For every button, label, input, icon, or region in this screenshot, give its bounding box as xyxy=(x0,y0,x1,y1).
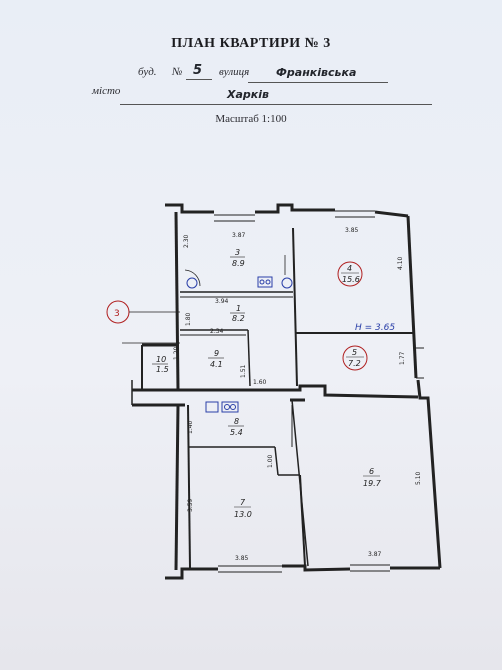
room-labels: 3 8.9 4 15.6 1 8.2 5 7.2 9 4.1 10 1.5 8 … xyxy=(152,248,395,519)
dim-4-10: 4.10 xyxy=(397,256,404,270)
room-10-number: 10 xyxy=(156,355,166,364)
street-underline xyxy=(248,82,388,83)
room-7-area: 13.0 xyxy=(234,510,252,519)
section-marker: 3 xyxy=(106,300,180,344)
interior-walls xyxy=(180,227,414,569)
dim-1-80: 1.80 xyxy=(185,312,192,326)
room-8-number: 8 xyxy=(234,417,239,426)
room-3-number: 3 xyxy=(235,248,240,257)
bathroom-fixtures xyxy=(186,276,293,413)
dim-1-51: 1.51 xyxy=(240,364,247,378)
dim-3-59: 3.59 xyxy=(187,498,194,512)
outer-walls xyxy=(131,203,442,580)
dim-1-00: 1.00 xyxy=(267,454,274,468)
city-label: місто xyxy=(92,85,121,97)
dim-3-85-top: 3.85 xyxy=(345,227,359,234)
room-1-area: 8.2 xyxy=(232,314,245,323)
room-1-number: 1 xyxy=(236,304,241,313)
room-4-number: 4 xyxy=(347,264,352,273)
dim-1-60: 1.60 xyxy=(253,379,267,386)
room-5-area: 7.2 xyxy=(348,359,361,368)
room-3-area: 8.9 xyxy=(232,259,245,268)
city-underline xyxy=(120,104,432,105)
dim-3-87-bottom: 3.87 xyxy=(368,551,382,558)
room-7-number: 7 xyxy=(240,498,246,507)
dim-1-40: 1.40 xyxy=(187,420,194,434)
room-5-number: 5 xyxy=(352,348,357,357)
dim-3-94: 3.94 xyxy=(215,298,229,305)
room-9-area: 4.1 xyxy=(210,360,223,369)
building-label: буд. xyxy=(138,66,157,78)
room-10-area: 1.5 xyxy=(156,365,169,374)
dim-1-77: 1.77 xyxy=(399,351,406,365)
room-6-area: 19.7 xyxy=(363,479,382,488)
dim-3-87-top: 3.87 xyxy=(232,232,246,239)
stove-fixture xyxy=(281,277,293,289)
building-number-underline xyxy=(186,79,212,80)
city-value: Харків xyxy=(227,88,269,101)
scale-label: Масштаб 1:100 xyxy=(215,113,287,125)
dim-3-85-bottom: 3.85 xyxy=(235,555,249,562)
stove-fixture-2 xyxy=(221,401,239,413)
ceiling-height-label: H = 3.65 xyxy=(355,323,395,333)
dim-2-34: 2.34 xyxy=(210,328,224,335)
room-6-number: 6 xyxy=(369,467,374,476)
dim-2-30: 2.30 xyxy=(183,234,190,248)
street-value: Франківська xyxy=(276,66,357,79)
sink-fixture-2 xyxy=(205,401,219,413)
page-title: ПЛАН КВАРТИРИ № 3 xyxy=(171,36,331,51)
dim-5-10: 5.10 xyxy=(415,471,422,485)
dimension-labels: 3.87 2.30 3.85 4.10 3.94 1.80 2.34 1.77 … xyxy=(173,227,422,562)
room-8-area: 5.4 xyxy=(230,428,243,437)
number-label: № xyxy=(172,66,183,78)
sink-fixture xyxy=(257,276,273,288)
building-number: 5 xyxy=(193,63,203,78)
room-9-number: 9 xyxy=(214,349,219,358)
section-marker-label: 3 xyxy=(114,309,120,319)
radiator-fixture xyxy=(186,277,198,289)
dim-1-20: 1.20 xyxy=(173,346,180,360)
street-label: вулиця xyxy=(219,66,250,78)
room-4-area: 15.6 xyxy=(342,275,360,284)
